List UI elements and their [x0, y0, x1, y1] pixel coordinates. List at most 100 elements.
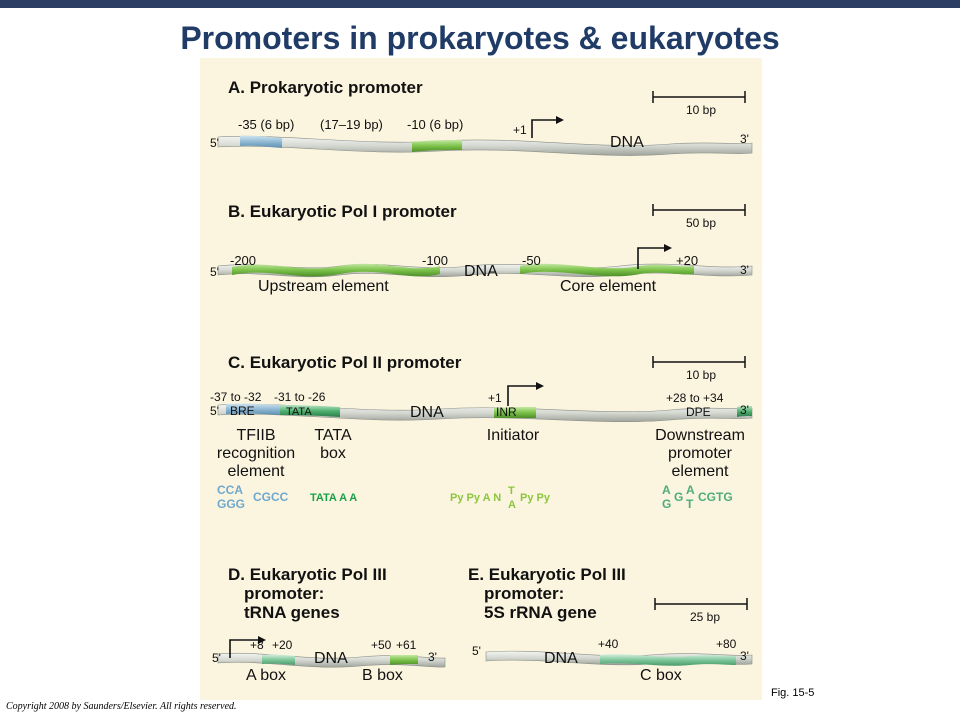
label-a-box: A box [246, 667, 286, 684]
label-5prime-b: 5' [210, 265, 219, 279]
label-minus200: -200 [230, 253, 256, 268]
dpe-seq-top2: A [686, 483, 695, 497]
label-3prime-b: 3' [740, 263, 749, 277]
tss-arrow-c [507, 385, 538, 406]
label-plus1-a: +1 [513, 123, 527, 137]
label-dna-b: DNA [464, 263, 498, 280]
slide-title: Promoters in prokaryotes & eukaryotes [180, 20, 780, 56]
tfiib-name-line3: element [228, 463, 285, 480]
label-3prime-d: 3' [428, 650, 437, 664]
label-c-box: C box [640, 667, 682, 684]
upstream-element [232, 263, 440, 277]
label-dpe-position: +28 to +34 [666, 391, 724, 405]
scale-label-a: 10 bp [686, 103, 716, 117]
scale-bar-b [652, 204, 746, 216]
tata-name-line2: box [320, 445, 346, 462]
tata-element [280, 405, 340, 417]
label-5prime-d: 5' [212, 651, 221, 665]
tss-arrow-a [531, 119, 558, 138]
label-3prime-c: 3' [740, 403, 749, 417]
tfiib-name-line1: TFIIB [236, 427, 275, 444]
panel-c-title: C. Eukaryotic Pol II promoter [228, 353, 462, 372]
panel-d-title-line2: promoter: [244, 584, 324, 603]
inr-element [494, 407, 536, 418]
dpe-seq-mid: G [674, 490, 683, 504]
label-3prime-e: 3' [740, 649, 749, 663]
label-tata-position: -31 to -26 [274, 390, 326, 404]
label-inr: INR [496, 405, 517, 419]
label-dpe: DPE [686, 405, 711, 419]
scale-bar-e [654, 598, 748, 610]
dna-strand-c [217, 403, 753, 423]
label-minus35: -35 (6 bp) [238, 117, 294, 132]
panel-d-title-line3: tRNA genes [244, 603, 340, 622]
c-box-element [600, 654, 736, 666]
label-dna-e: DNA [544, 650, 578, 667]
dpe-seq-bot1: G [662, 497, 671, 511]
scale-label-b: 50 bp [686, 216, 716, 230]
downstream-name-line2: promoter [668, 445, 733, 462]
inr-seq-b: Py Py [520, 492, 551, 504]
header-bar [0, 0, 960, 8]
label-b-box: B box [362, 667, 403, 684]
core-element [520, 263, 694, 277]
copyright-notice: Copyright 2008 by Saunders/Elsevier. All… [6, 701, 237, 712]
dna-strand-a [217, 135, 753, 156]
initiator-name: Initiator [487, 427, 540, 444]
bre-seq-top: CCA [217, 483, 243, 497]
panel-b-title: B. Eukaryotic Pol I promoter [228, 202, 457, 221]
tata-name-line1: TATA [314, 427, 352, 444]
minus35-element [240, 135, 282, 148]
tss-arrow-d [229, 639, 260, 658]
panel-e-title-line3: 5S rRNA gene [484, 603, 597, 622]
dpe-seq-tail: CGTG [698, 490, 733, 504]
label-plus80: +80 [716, 637, 737, 651]
dpe-seq-bot2: T [686, 497, 694, 511]
tss-arrowhead-b [664, 244, 672, 252]
scale-label-c: 10 bp [686, 368, 716, 382]
scale-bar-c [652, 356, 746, 368]
panel-e-title-line1: E. Eukaryotic Pol III [468, 565, 626, 584]
panel-e: E. Eukaryotic Pol III promoter: 5S rRNA … [468, 565, 753, 684]
downstream-name-line3: element [672, 463, 729, 480]
label-tata: TATA [286, 406, 312, 418]
minus10-element [412, 140, 462, 152]
scale-bar-a [652, 91, 746, 103]
scale-label-e: 25 bp [690, 610, 720, 624]
label-bre: BRE [230, 404, 255, 418]
tata-seq: TATA A A [310, 492, 357, 504]
inr-seq-a: Py Py A N [450, 492, 501, 504]
dpe-element [737, 406, 752, 417]
panel-b: B. Eukaryotic Pol I promoter 50 bp -200 … [210, 202, 753, 295]
bre-seq-tail: CGCC [253, 490, 289, 504]
label-plus20-b: +20 [676, 253, 698, 268]
promoter-figure: A. Prokaryotic promoter 10 bp -35 (6 bp)… [200, 58, 762, 700]
label-plus40: +40 [598, 637, 619, 651]
label-minus10: -10 (6 bp) [407, 117, 463, 132]
label-upstream-element: Upstream element [258, 278, 389, 295]
b-box-element [390, 655, 418, 665]
panel-a: A. Prokaryotic promoter 10 bp -35 (6 bp)… [210, 78, 753, 156]
tss-arrow-b [637, 247, 666, 269]
inr-seq-bottom: A [508, 499, 516, 511]
downstream-name-line1: Downstream [655, 427, 745, 444]
label-spacer: (17–19 bp) [320, 117, 383, 132]
label-dna-c: DNA [410, 404, 444, 421]
tfiib-name-line2: recognition [217, 445, 295, 462]
tss-arrowhead-a [556, 116, 564, 124]
label-minus50: -50 [522, 253, 541, 268]
label-plus1-c: +1 [488, 391, 502, 405]
dpe-seq-top1: A [662, 483, 671, 497]
label-5prime-e: 5' [472, 644, 481, 658]
label-3prime-a: 3' [740, 132, 749, 146]
tss-arrowhead-d [258, 636, 266, 644]
a-box-element [262, 654, 295, 665]
label-dna-a: DNA [610, 134, 644, 151]
label-5prime-c: 5' [210, 404, 219, 418]
bre-seq-bottom: GGG [217, 497, 245, 511]
label-minus100: -100 [422, 253, 448, 268]
label-plus50: +50 [371, 638, 392, 652]
inr-seq-top: T [508, 485, 515, 497]
label-plus8: +8 [250, 638, 264, 652]
panel-e-title-line2: promoter: [484, 584, 564, 603]
